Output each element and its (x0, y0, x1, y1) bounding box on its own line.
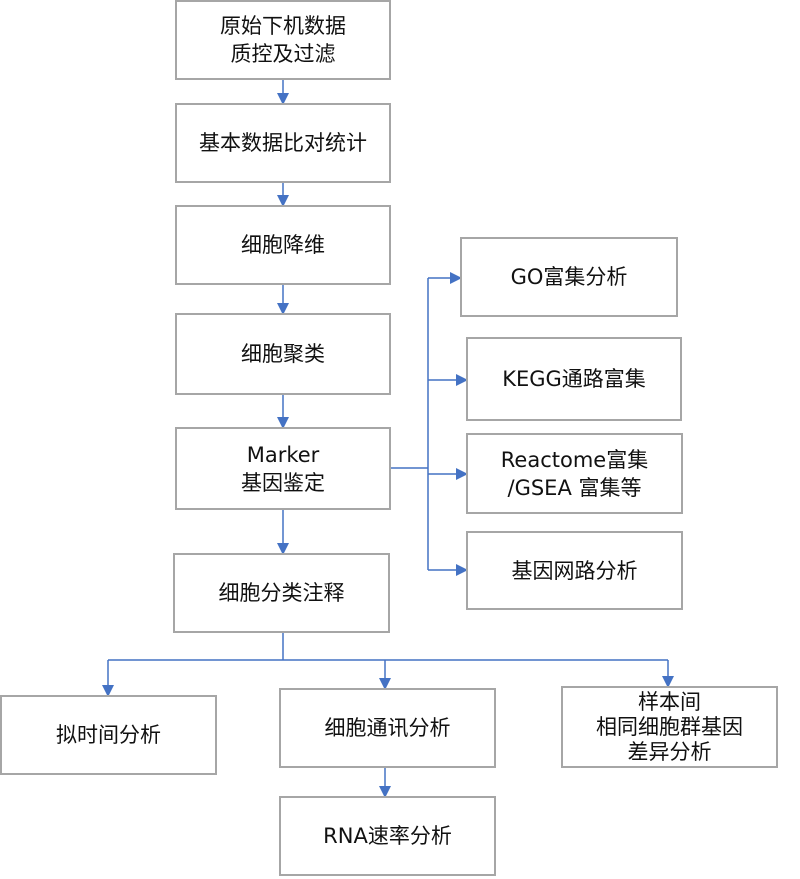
node-dim-reduction: 细胞降维 (175, 205, 391, 285)
node-go-label: GO富集分析 (510, 265, 628, 289)
node-kegg-label: KEGG通路富集 (502, 367, 646, 391)
node-qc-line-2: 质控及过滤 (230, 42, 336, 66)
node-align-stats: 基本数据比对统计 (175, 103, 391, 183)
node-dim-reduction-label: 细胞降维 (241, 233, 325, 257)
node-align-stats-label: 基本数据比对统计 (199, 131, 367, 155)
node-network: 基因网路分析 (466, 531, 683, 610)
node-network-label: 基因网路分析 (511, 558, 638, 583)
node-deg-line-2: 相同细胞群基因 (596, 714, 743, 739)
node-reactome-line-2: /GSEA 富集等 (507, 475, 642, 500)
node-deg: 样本间 相同细胞群基因 差异分析 (561, 686, 778, 768)
node-marker-line-1: Marker (246, 442, 320, 467)
node-reactome-line-1: Reactome富集 (500, 447, 649, 472)
node-annotation-label: 细胞分类注释 (218, 581, 345, 605)
node-pseudotime-label: 拟时间分析 (56, 723, 161, 747)
node-marker-line-2: 基因鉴定 (241, 470, 325, 495)
node-qc-line-1: 原始下机数据 (220, 14, 346, 38)
node-rna-velocity: RNA速率分析 (279, 796, 496, 876)
node-communication: 细胞通讯分析 (279, 688, 496, 768)
node-clustering: 细胞聚类 (175, 313, 391, 395)
node-pseudotime: 拟时间分析 (0, 695, 217, 775)
node-rna-velocity-label: RNA速率分析 (323, 824, 452, 848)
node-kegg: KEGG通路富集 (466, 337, 682, 421)
node-qc: 原始下机数据 质控及过滤 (175, 0, 391, 80)
node-clustering-label: 细胞聚类 (241, 342, 325, 366)
node-reactome: Reactome富集 /GSEA 富集等 (466, 433, 683, 514)
node-marker: Marker 基因鉴定 (175, 427, 391, 510)
node-communication-label: 细胞通讯分析 (324, 716, 451, 740)
node-go: GO富集分析 (460, 237, 678, 317)
node-deg-line-3: 差异分析 (627, 739, 712, 764)
node-annotation: 细胞分类注释 (173, 553, 390, 633)
node-deg-line-1: 样本间 (638, 689, 701, 714)
